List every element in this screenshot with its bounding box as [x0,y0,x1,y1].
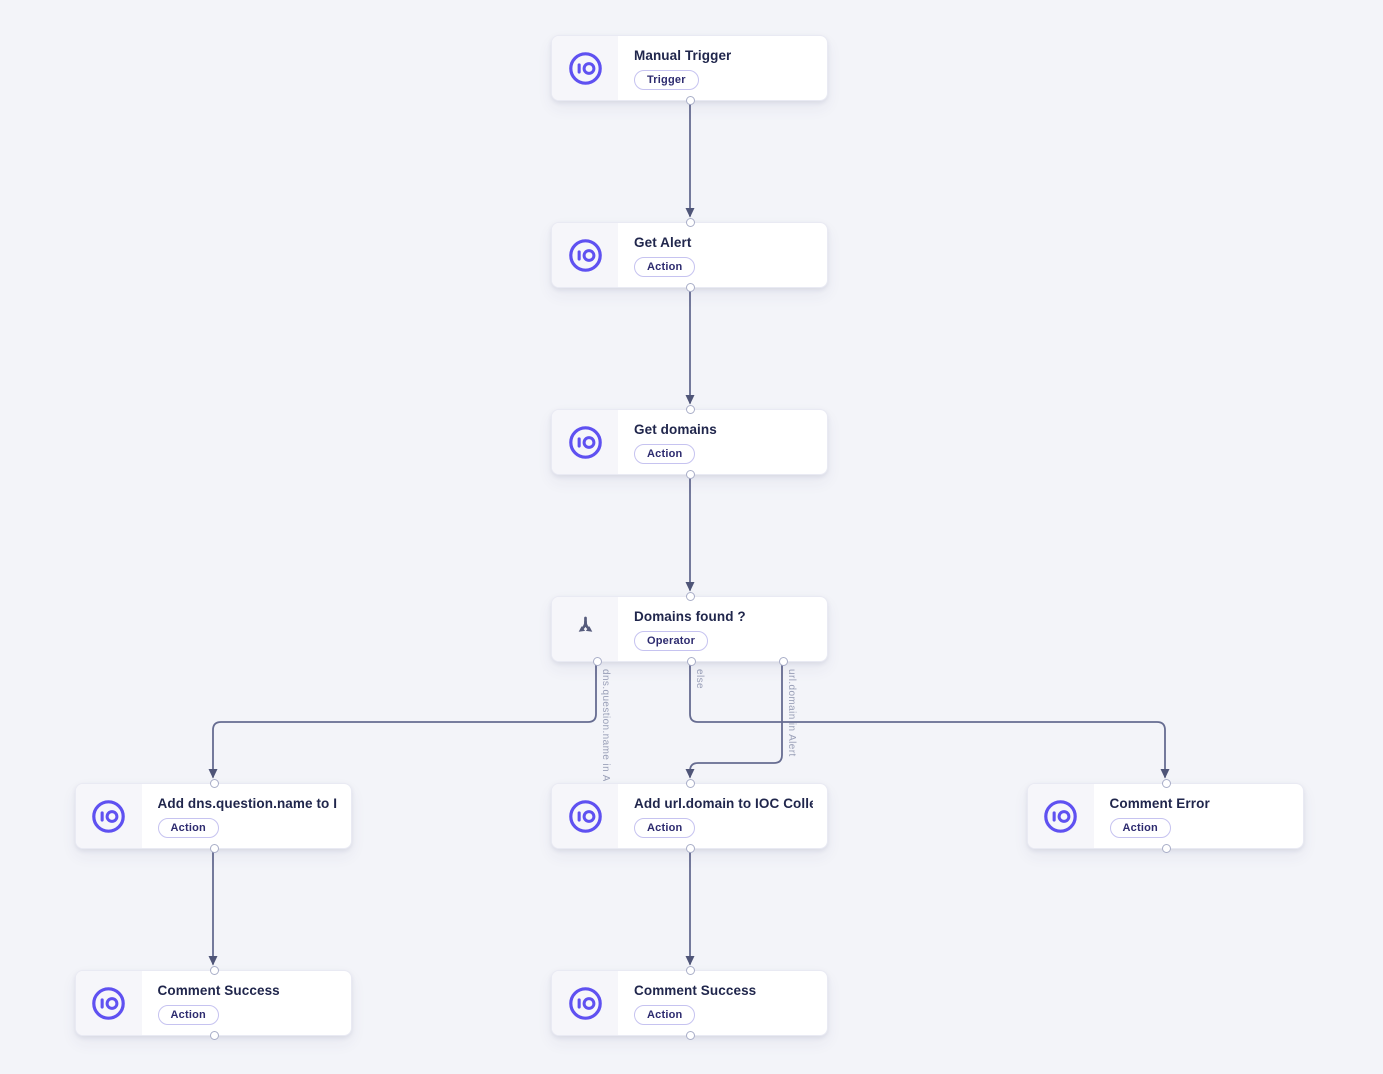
node-comment-success-center[interactable]: Comment Success Action [551,966,828,1040]
node-type-badge: Action [1109,818,1171,838]
input-connector-handle[interactable] [1161,779,1171,788]
node-add-url-domain-to-ioc-collection[interactable]: Add url.domain to IOC Collection Action [551,779,828,853]
output-connector-handle[interactable] [686,657,696,666]
node-type-badge: Trigger [634,70,699,90]
node-title: Comment Error [1109,796,1210,811]
node-icon-panel [1027,784,1094,848]
node-type-badge: Action [634,818,696,838]
node-content: Comment Success Action [618,971,770,1035]
edge-line [208,662,597,779]
io-logo-icon [568,238,602,272]
node-content: Domains found ? Operator [618,597,760,661]
node-type-badge: Action [634,1005,696,1025]
output-connector-handle[interactable] [686,283,695,292]
node-title: Get domains [634,422,717,437]
node-icon-panel [75,971,142,1035]
io-logo-icon [568,799,602,833]
node-type-badge: Action [634,257,696,277]
node-type-badge: Operator [634,631,709,651]
input-connector-handle[interactable] [686,966,695,975]
node-icon-panel [552,971,618,1035]
node-title: Comment Success [634,983,757,998]
node-domains-found[interactable]: Domains found ? Operator [551,592,828,666]
output-connector-handle[interactable] [778,657,788,666]
split-branch-icon [578,616,593,632]
node-title: Comment Success [157,983,280,998]
edge-condition-label: else [694,669,705,689]
output-connector-handle[interactable] [686,1031,695,1040]
node-icon-panel [552,784,618,848]
io-logo-icon [568,986,602,1020]
edge-condition-label: url.domain in Alert [786,669,797,757]
node-title: Domains found ? [634,609,746,624]
output-connector-handle[interactable] [686,470,695,479]
input-connector-handle[interactable] [209,966,219,975]
io-logo-icon [568,51,602,85]
node-icon-panel [552,410,618,474]
node-icon-panel [75,784,142,848]
node-title: Manual Trigger [634,48,732,63]
io-logo-icon [92,799,125,833]
output-connector-handle[interactable] [592,657,602,666]
node-title: Get Alert [634,235,692,250]
node-get-domains[interactable]: Get domains Action [551,405,828,479]
node-title: Add url.domain to IOC Collection [634,796,813,811]
output-connector-handle[interactable] [209,1031,219,1040]
node-type-badge: Action [157,818,219,838]
output-connector-handle[interactable] [1161,844,1171,853]
output-connector-handle[interactable] [686,844,695,853]
io-logo-icon [568,425,602,459]
io-logo-icon [1044,799,1077,833]
node-content: Add url.domain to IOC Collection Action [618,784,827,848]
node-comment-error[interactable]: Comment Error Action [1026,779,1304,853]
output-connector-handle[interactable] [209,844,219,853]
node-content: Manual Trigger Trigger [618,36,745,100]
output-connector-handle[interactable] [686,96,695,105]
node-content: Add dns.question.name to IOC ... Action [142,784,351,848]
node-icon-panel [552,223,618,287]
edge-condition-label: dns.question.name in Ale [600,669,611,781]
input-connector-handle[interactable] [686,405,695,414]
edge-line [689,662,1170,779]
node-type-badge: Action [634,444,696,464]
input-connector-handle[interactable] [686,218,695,227]
edge-line [685,662,783,779]
node-icon-panel [552,36,618,100]
input-connector-handle[interactable] [686,779,695,788]
node-title: Add dns.question.name to IOC ... [157,796,337,811]
node-content: Get Alert Action [618,223,709,287]
node-comment-success-left[interactable]: Comment Success Action [74,966,352,1040]
node-type-badge: Action [157,1005,219,1025]
node-icon-panel [552,597,618,661]
input-connector-handle[interactable] [209,779,219,788]
input-connector-handle[interactable] [686,592,695,601]
io-logo-icon [92,986,125,1020]
node-content: Comment Error Action [1094,784,1224,848]
node-add-dns-question-name-to-ioc[interactable]: Add dns.question.name to IOC ... Action [74,779,352,853]
node-content: Comment Success Action [142,971,294,1035]
node-content: Get domains Action [618,410,731,474]
node-get-alert[interactable]: Get Alert Action [551,218,828,292]
node-manual-trigger[interactable]: Manual Trigger Trigger [551,35,828,105]
